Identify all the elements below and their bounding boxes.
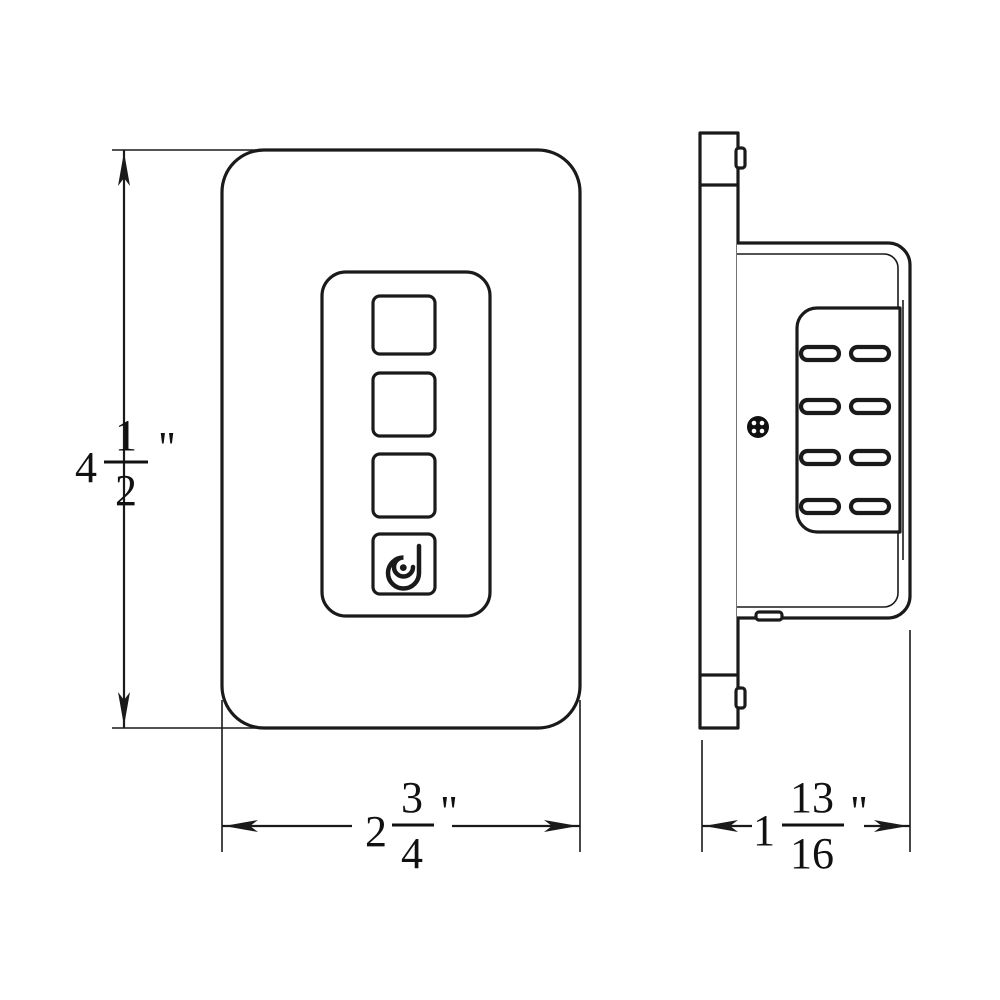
front-view bbox=[220, 148, 582, 730]
connector-port bbox=[747, 416, 769, 438]
vent-slot bbox=[848, 497, 892, 516]
dimension-overall-width: 2 3 4 " bbox=[221, 700, 581, 878]
dimension-height-label: 4 1 2 " bbox=[75, 411, 176, 515]
button-1[interactable] bbox=[371, 294, 437, 356]
dim-width-unit: " bbox=[440, 787, 458, 836]
mounting-tab-bottom bbox=[734, 686, 747, 710]
dim-width-denominator: 4 bbox=[401, 829, 423, 878]
dimension-depth-label: 1 13 16 " bbox=[753, 773, 868, 878]
vent-slot bbox=[848, 344, 892, 363]
vent-panel bbox=[795, 306, 902, 534]
vent-slot bbox=[798, 397, 842, 416]
vent-slot bbox=[798, 448, 842, 467]
dim-height-unit: " bbox=[158, 423, 176, 472]
dim-height-denominator: 2 bbox=[115, 466, 137, 515]
mounting-tab-top bbox=[734, 146, 747, 170]
dim-depth-denominator: 16 bbox=[790, 829, 834, 878]
housing-bottom-nub bbox=[754, 610, 784, 622]
vent-slot bbox=[848, 448, 892, 467]
button-4[interactable] bbox=[371, 532, 437, 596]
vent-slot bbox=[798, 497, 842, 516]
vent-slot bbox=[848, 397, 892, 416]
button-2[interactable] bbox=[371, 371, 437, 438]
dim-height-whole: 4 bbox=[75, 443, 97, 492]
dim-width-whole: 2 bbox=[365, 807, 387, 856]
dim-depth-numerator: 13 bbox=[790, 773, 834, 822]
spiral-logo-icon bbox=[385, 543, 422, 591]
dim-width-numerator: 3 bbox=[401, 773, 423, 822]
dim-height-numerator: 1 bbox=[115, 411, 137, 460]
mounting-faceplate bbox=[698, 131, 740, 730]
dimension-overall-depth: 1 13 16 " bbox=[701, 630, 911, 878]
button-3[interactable] bbox=[371, 452, 437, 519]
side-view bbox=[698, 131, 912, 730]
dim-depth-whole: 1 bbox=[753, 806, 775, 855]
dimension-overall-height: 4 1 2 " bbox=[75, 149, 270, 729]
dimension-width-label: 2 3 4 " bbox=[365, 773, 458, 878]
dim-depth-unit: " bbox=[850, 787, 868, 836]
vent-slot bbox=[798, 344, 842, 363]
inner-button-panel bbox=[320, 270, 492, 618]
